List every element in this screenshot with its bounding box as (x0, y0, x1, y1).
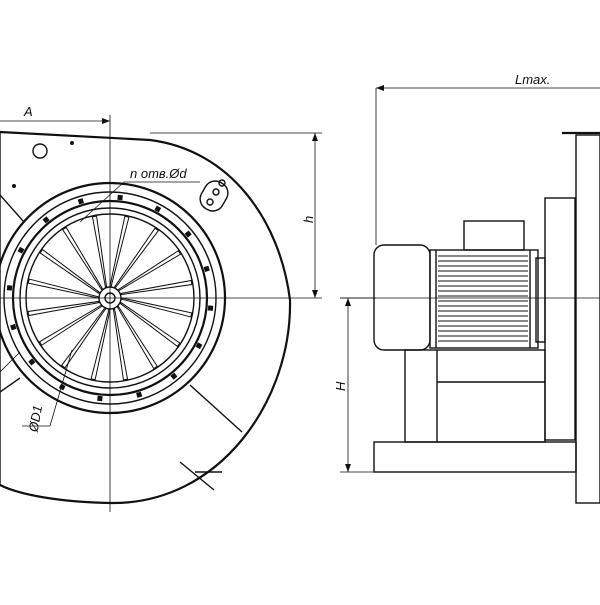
flange-bolt (6, 285, 13, 291)
flange-bolt (184, 230, 192, 238)
flange-bolt (195, 342, 203, 350)
impeller-blade (38, 304, 103, 346)
motor-pedestal (404, 349, 546, 443)
flange-bolt (207, 305, 214, 311)
impeller-blade (27, 278, 99, 299)
side-view: Lmax. H (333, 72, 600, 504)
impeller-blade (113, 227, 160, 289)
impeller-blade (120, 279, 193, 296)
dim-a-label: A (23, 104, 33, 119)
impeller-blade (60, 307, 107, 369)
motor-end-cap (373, 244, 431, 351)
impeller-blade (117, 250, 182, 292)
terminal-box (463, 220, 525, 251)
impeller-blade (116, 305, 158, 370)
motor-body (429, 249, 539, 349)
flange-bolt (28, 358, 36, 366)
motor-cooling-fins (438, 255, 528, 342)
flange-bolt (117, 194, 123, 201)
strut-lower-left (0, 377, 21, 393)
flange-bolt (97, 395, 103, 402)
casing-side (544, 197, 576, 441)
front-view: A h n отв.Ød ØD1 (0, 104, 322, 512)
flange-bolt (10, 324, 17, 331)
holes-label: n отв.Ød (130, 166, 187, 181)
impeller-blade (112, 308, 129, 381)
impeller-blade (91, 215, 108, 288)
flange-bolt (154, 205, 162, 213)
base-plate (373, 441, 577, 473)
volute-casing (0, 130, 292, 505)
dim-H-label: H (333, 381, 348, 391)
strut-upper-left (0, 194, 25, 223)
flange-bolt (136, 391, 143, 398)
flange-bolt (42, 216, 50, 224)
d1-label: ØD1 (26, 404, 46, 434)
impeller-blade (119, 301, 181, 348)
side-flange-plate (575, 134, 600, 504)
impeller-blade (62, 226, 104, 291)
impeller-blades (27, 215, 193, 381)
dim-lmax-label: Lmax. (515, 72, 550, 87)
dim-h-label: h (301, 216, 316, 223)
impeller-blade (109, 215, 130, 287)
flange-bolt (203, 265, 210, 272)
impeller-blade (121, 297, 193, 318)
impeller-blade (39, 248, 101, 295)
flange-bolt (170, 372, 178, 380)
impeller-blade (27, 300, 100, 317)
flange-bolt-holes (6, 194, 214, 402)
terminal-lugs (199, 179, 229, 212)
strut-lower-right (189, 384, 243, 433)
flange-bolt (77, 198, 84, 205)
drain-plug (32, 143, 48, 159)
impeller-blade (90, 309, 111, 381)
flange-bolt (17, 246, 25, 254)
